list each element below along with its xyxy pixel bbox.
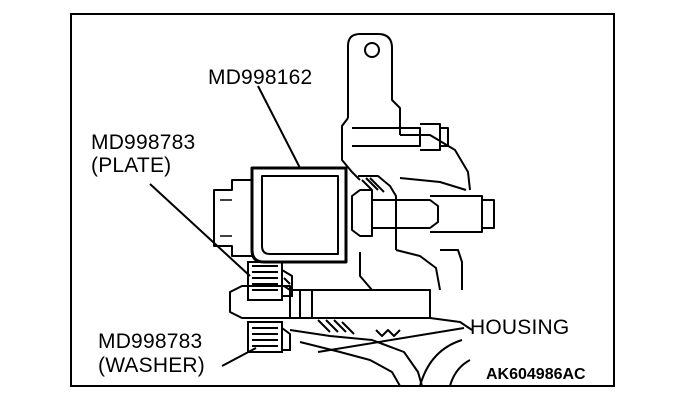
label-housing: HOUSING [470,316,570,339]
leader-md998162 [257,85,301,169]
figure-id: AK604986AC [486,366,586,383]
figure-frame [70,13,615,387]
label-washer-code: MD998783 [98,330,203,353]
label-plate-name: (PLATE) [91,154,172,177]
tool-md998162 [213,166,348,264]
leader-washer [221,347,257,367]
label-md998162: MD998162 [208,66,313,89]
label-washer-name: (WASHER) [98,354,205,377]
housing-drawing [229,33,495,387]
leader-plate [149,183,251,277]
tool-plate [247,261,293,301]
leader-housing [317,327,465,353]
label-plate-code: MD998783 [91,131,196,154]
tool-washer [247,321,291,353]
leader-lines [149,85,465,367]
